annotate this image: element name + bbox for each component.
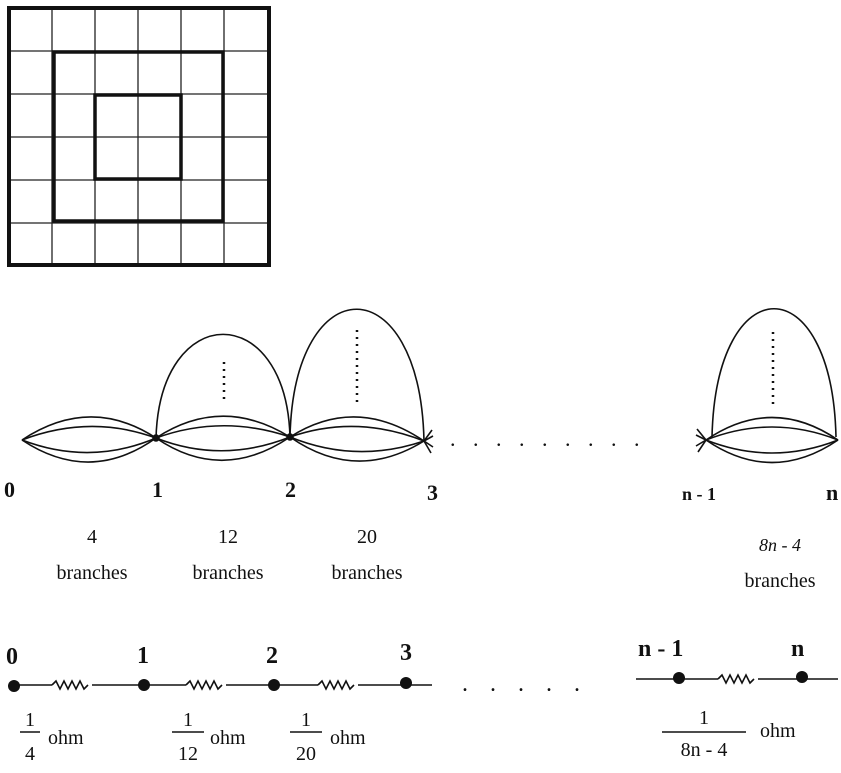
middle-square <box>52 50 225 223</box>
resistance-3: 1 20 ohm <box>290 709 366 765</box>
resistance-2: 1 12 ohm <box>172 709 246 765</box>
resistance-labels: 1 4 ohm 1 12 ohm 1 20 ohm 1 8n - 4 ohm <box>20 707 796 765</box>
branch-group-3 <box>289 308 425 462</box>
branch-count-3: 20 <box>357 526 377 548</box>
graph-label-2: 2 <box>285 477 296 502</box>
graph-label-1: 1 <box>152 477 163 502</box>
resistance-3-denominator: 20 <box>296 743 316 765</box>
chain-label-n-1: n - 1 <box>638 636 683 662</box>
graph-node-labels: 0 1 2 3 n - 1 n <box>4 477 838 505</box>
resistor-2 <box>185 679 223 691</box>
chain-label-2: 2 <box>266 643 278 669</box>
chain-node-1 <box>138 679 150 691</box>
inner-square <box>93 93 183 181</box>
chain-node-n-1 <box>673 672 685 684</box>
resistance-n: 1 8n - 4 ohm <box>662 707 796 761</box>
resistance-1-denominator: 4 <box>25 743 35 765</box>
chain-label-1: 1 <box>137 643 149 669</box>
chain-nodes <box>8 671 808 692</box>
chain-label-0: 0 <box>6 644 18 670</box>
resistor-1 <box>51 679 89 691</box>
resistance-n-unit: ohm <box>760 720 796 742</box>
chain-node-n <box>796 671 808 683</box>
resistance-1: 1 4 ohm <box>20 709 84 765</box>
graph-label-n: n <box>826 480 838 505</box>
branch-count-1: 4 <box>87 526 97 548</box>
resistance-3-numerator: 1 <box>301 709 311 731</box>
resistance-2-unit: ohm <box>210 727 246 749</box>
chain-node-0 <box>8 680 20 692</box>
branch-count-2: 12 <box>218 526 238 548</box>
chain-node-2 <box>268 679 280 691</box>
chain-node-labels: 0 1 2 3 n - 1 n <box>6 636 804 670</box>
chain-node-3 <box>400 677 412 689</box>
resistance-2-numerator: 1 <box>183 709 193 731</box>
branch-captions: 4 branches 12 branches 20 branches 8n - … <box>56 526 815 592</box>
grid-lines <box>9 8 269 265</box>
chain-label-3: 3 <box>400 640 412 666</box>
resistance-1-numerator: 1 <box>25 709 35 731</box>
resistor-grid <box>7 6 271 267</box>
branch-word-3: branches <box>331 562 402 584</box>
chain-ellipsis: . . . . . <box>462 671 588 697</box>
branch-group-2 <box>155 333 291 461</box>
node-3-ticks <box>423 429 434 454</box>
branch-graph <box>21 307 839 464</box>
branch-word-n: branches <box>744 570 815 592</box>
resistor-n <box>717 673 755 685</box>
branch-group-1 <box>21 416 157 463</box>
graph-node-1 <box>152 434 160 442</box>
graph-label-0: 0 <box>4 477 15 502</box>
resistor-3 <box>317 679 355 691</box>
node-n-1-ticks <box>695 428 707 453</box>
resistance-n-numerator: 1 <box>699 707 709 729</box>
branch-count-n: 8n - 4 <box>759 535 801 555</box>
resistance-1-unit: ohm <box>48 727 84 749</box>
graph-label-n-1: n - 1 <box>682 484 716 504</box>
resistance-3-unit: ohm <box>330 727 366 749</box>
outer-square <box>7 6 271 267</box>
graph-ellipsis: . . . . . . . . . <box>450 426 646 451</box>
graph-node-2 <box>286 433 294 441</box>
branch-group-n <box>705 307 839 464</box>
chain-label-n: n <box>791 636 804 662</box>
graph-label-3: 3 <box>427 480 438 505</box>
branch-word-2: branches <box>192 562 263 584</box>
resistor-chain <box>14 673 838 691</box>
resistance-2-denominator: 12 <box>178 743 198 765</box>
resistance-n-denominator: 8n - 4 <box>681 739 728 761</box>
branch-word-1: branches <box>56 562 127 584</box>
